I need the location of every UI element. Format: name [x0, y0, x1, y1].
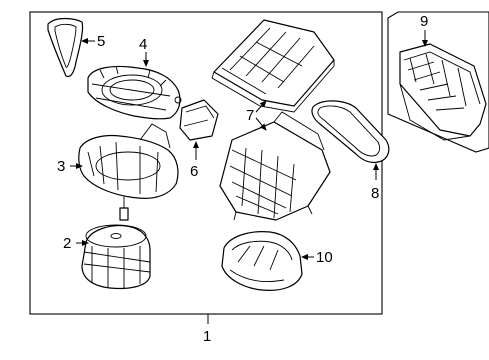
callout-5: 5 — [97, 33, 105, 50]
part-9-air-inlet-duct — [387, 11, 489, 153]
callout-6: 6 — [190, 163, 198, 180]
part-7-upper-cover — [211, 19, 335, 113]
callout-4: 4 — [139, 36, 147, 53]
callout-2: 2 — [63, 235, 71, 252]
part-10-filter-cover — [221, 231, 303, 291]
part-3-scroll-housing — [78, 123, 179, 199]
part-2-blower-motor — [81, 224, 151, 290]
assembly-frame — [29, 11, 383, 315]
callout-7-leader-upper — [255, 100, 267, 113]
callout-7-leader-lower — [255, 117, 267, 131]
clip — [119, 196, 129, 221]
part-5-seal — [47, 17, 84, 78]
callout-7: 7 — [246, 107, 254, 124]
part-7-duct-housing — [219, 111, 331, 221]
part-6-module — [179, 99, 219, 141]
callout-9: 9 — [420, 13, 428, 30]
callout-1: 1 — [203, 328, 211, 345]
part-4-housing-cover — [87, 65, 182, 120]
callout-8: 8 — [371, 185, 379, 202]
callout-3: 3 — [57, 158, 65, 175]
part-8-filter-seal — [311, 100, 390, 164]
callout-10: 10 — [316, 249, 333, 266]
